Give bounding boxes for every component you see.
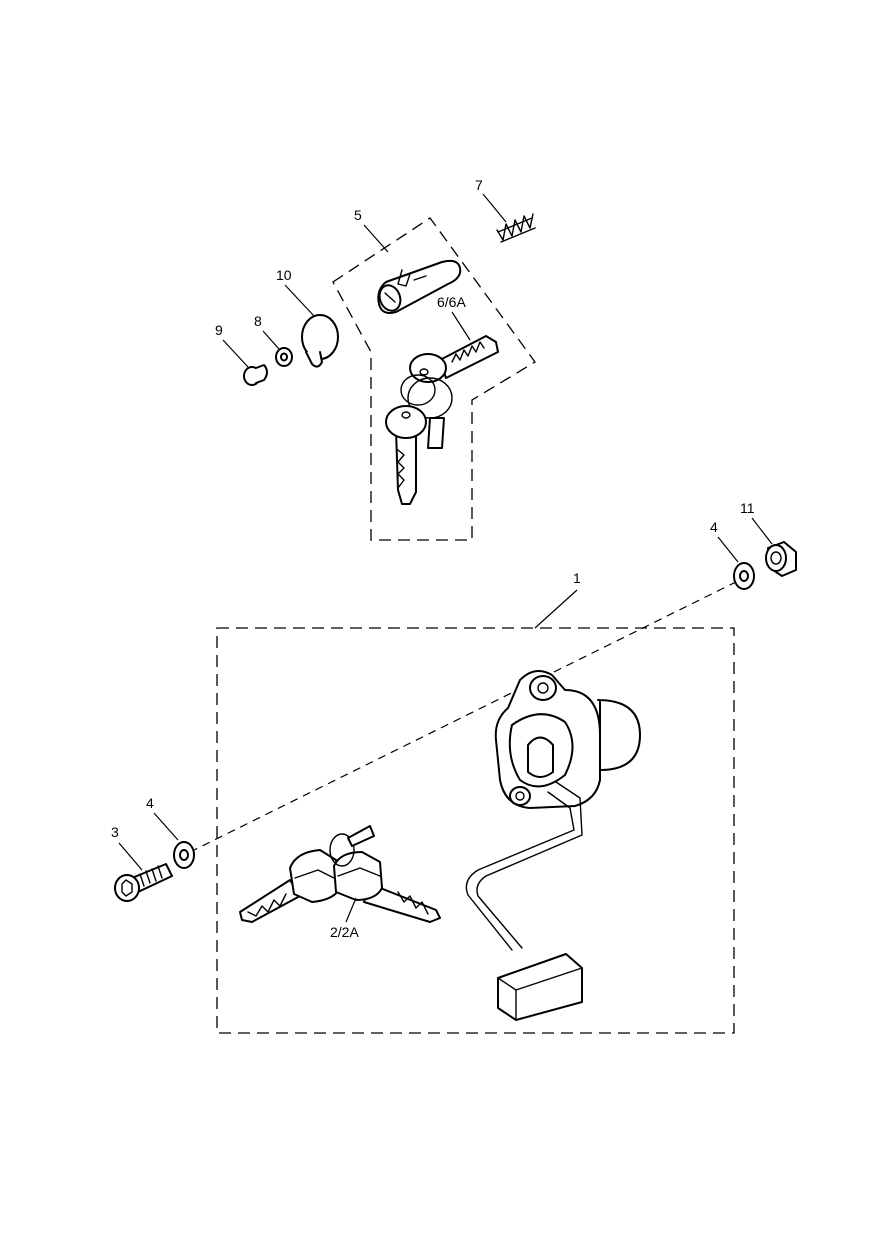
callout-3: 3 (111, 824, 119, 840)
washer-upper (733, 562, 755, 590)
callout-8: 8 (254, 313, 262, 329)
key-set-2-2a (239, 825, 441, 923)
leader-1 (534, 589, 578, 629)
leader-4-lower (153, 812, 179, 841)
mounting-axis-line (189, 576, 747, 853)
flange-nut (765, 541, 797, 577)
leader-8 (262, 330, 280, 350)
ignition-lock-housing (494, 670, 641, 809)
leader-7 (482, 193, 507, 223)
callout-5: 5 (354, 207, 362, 223)
callout-10: 10 (276, 267, 292, 283)
callout-2-2a: 2/2A (330, 924, 359, 940)
callout-9: 9 (215, 322, 223, 338)
callout-11: 11 (740, 500, 755, 516)
washer-lower (173, 841, 195, 869)
callout-7: 7 (475, 177, 483, 193)
lock-wiring-cable (465, 781, 583, 951)
leader-3 (118, 842, 143, 871)
small-washer (275, 347, 293, 367)
wiring-connector-block (497, 953, 583, 1021)
lock-barrel-kit-outline (332, 217, 536, 541)
key-set-6-6a (385, 335, 499, 505)
callout-6-6a: 6/6A (437, 294, 466, 310)
callout-4-upper: 4 (710, 519, 718, 535)
spring (496, 213, 536, 243)
rivet (243, 364, 268, 386)
leader-9 (222, 339, 249, 368)
lock-barrel (377, 259, 462, 314)
leader-11 (751, 517, 773, 545)
callout-4-lower: 4 (146, 795, 154, 811)
leader-4-upper (717, 536, 739, 563)
lock-assembly-outline (216, 627, 735, 1034)
callout-1: 1 (573, 570, 581, 586)
leader-5 (363, 224, 389, 253)
socket-cap-screw (114, 863, 173, 902)
leader-10 (284, 284, 315, 317)
leader-2-2a (345, 897, 357, 923)
lock-cover-plate (301, 314, 339, 368)
leader-6-6a (451, 311, 471, 341)
